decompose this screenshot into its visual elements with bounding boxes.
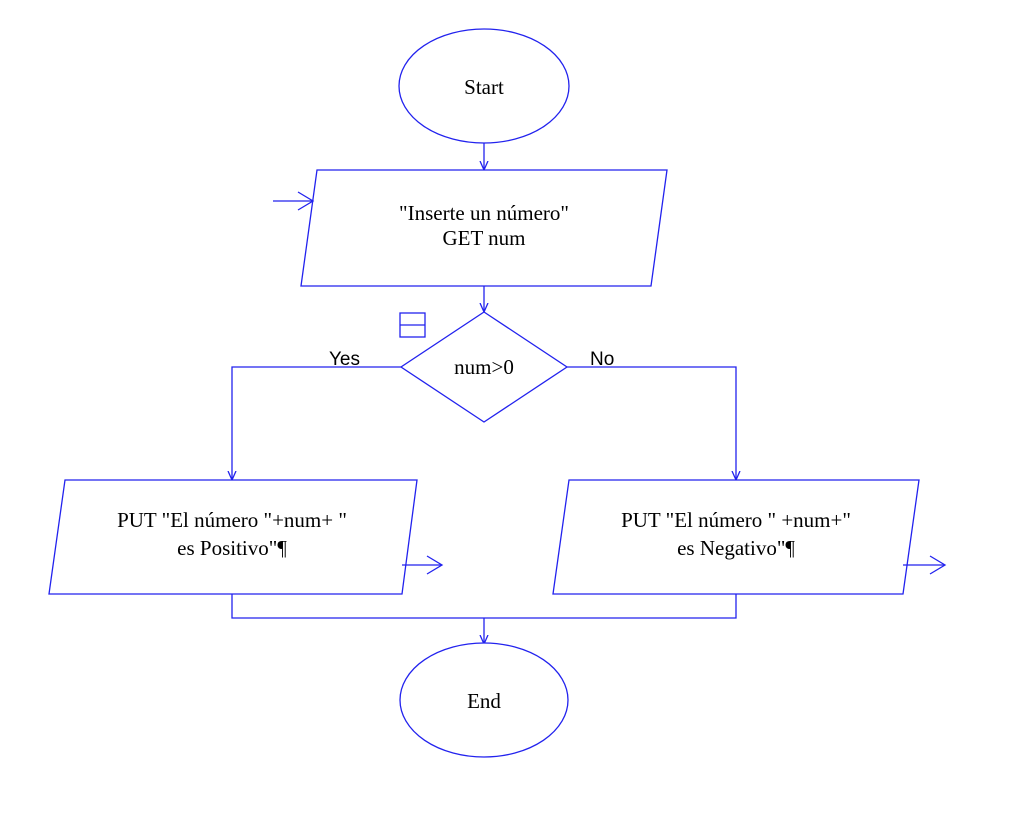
arrow-right-icon (402, 555, 444, 575)
collapse-box-icon[interactable] (399, 312, 426, 338)
arrow-right-icon (273, 191, 315, 211)
output-negative-line1: PUT "El número " +num+" (621, 508, 851, 532)
output-negative-parallelogram (552, 479, 920, 595)
end-label: End (467, 689, 501, 713)
arrow-right-icon (903, 555, 947, 575)
decision-diamond (399, 311, 569, 423)
connector-positive-to-merge (231, 594, 484, 619)
output-positive-node[interactable]: PUT "El número "+num+ " es Positivo"¶ (48, 479, 418, 595)
decision-no-label: No (590, 349, 614, 370)
connector-decision-no-branch (567, 366, 736, 480)
input-parallelogram (300, 169, 668, 287)
output-negative-node[interactable]: PUT "El número " +num+" es Negativo"¶ (552, 479, 920, 595)
decision-node[interactable]: num>0 (399, 311, 569, 423)
input-node[interactable]: "Inserte un número" GET num (300, 169, 668, 287)
input-get-text: GET num (442, 226, 525, 250)
start-node[interactable]: Start (398, 28, 570, 144)
input-prompt-text: "Inserte un número" (399, 201, 569, 225)
end-ellipse (399, 642, 569, 758)
decision-yes-label: Yes (329, 349, 360, 370)
output-negative-line2: es Negativo"¶ (677, 536, 795, 560)
start-label: Start (464, 75, 504, 99)
start-ellipse (398, 28, 570, 144)
connectors (232, 143, 736, 644)
connector-negative-to-merge (484, 594, 737, 619)
output-positive-parallelogram (48, 479, 418, 595)
connector-decision-yes-branch (232, 366, 401, 480)
decision-condition: num>0 (454, 355, 514, 379)
output-positive-line1: PUT "El número "+num+ " (117, 508, 347, 532)
output-positive-line2: es Positivo"¶ (177, 536, 287, 560)
end-node[interactable]: End (399, 642, 569, 758)
